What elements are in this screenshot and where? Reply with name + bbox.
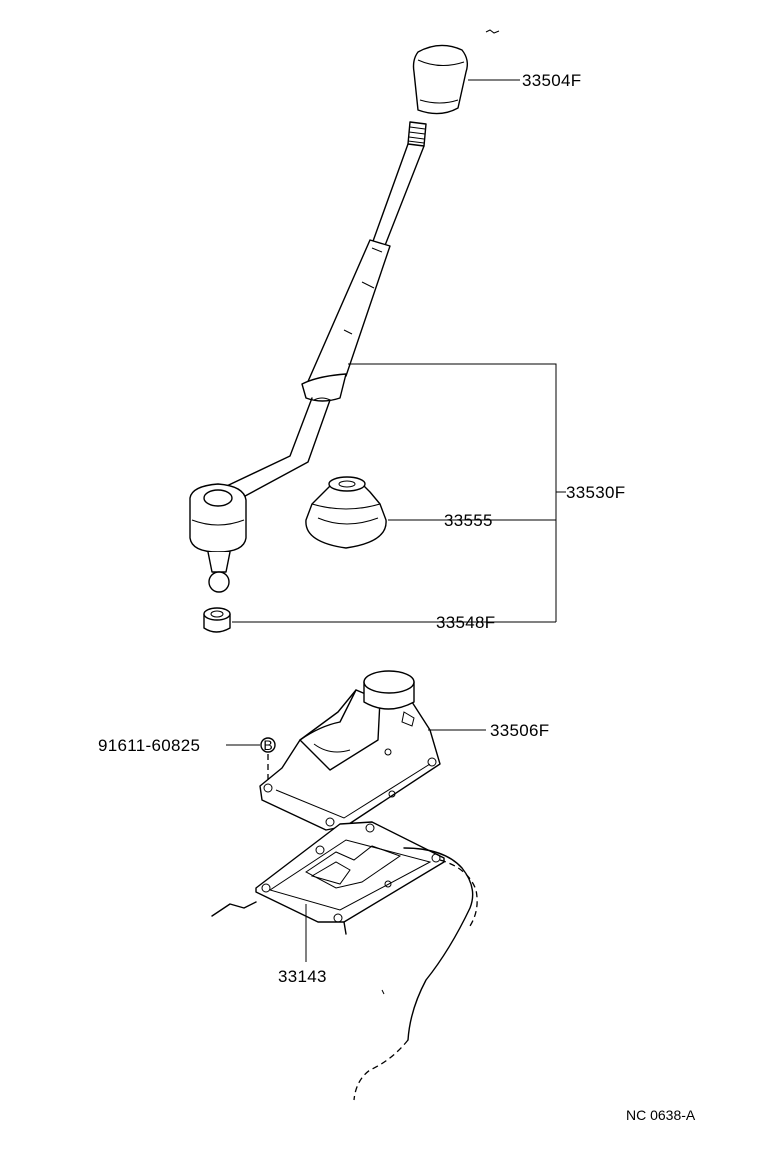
label-knob: 33504F	[522, 71, 581, 90]
transmission-cover	[255, 821, 445, 923]
transmission-outline	[211, 847, 478, 1101]
leader-bracket	[232, 363, 566, 623]
reference-code: NC 0638-A	[626, 1107, 696, 1123]
bolt-marker: B	[263, 737, 272, 753]
label-boot: 33555	[444, 511, 493, 530]
label-retainer: 33506F	[490, 721, 549, 740]
shift-knob	[412, 29, 500, 115]
shift-lever	[189, 121, 427, 593]
label-bushing: 33548F	[436, 613, 495, 632]
label-bolt: 91611-60825	[98, 736, 200, 755]
label-cover: 33143	[278, 967, 327, 986]
bushing	[203, 607, 231, 633]
bolt: B	[226, 737, 276, 784]
lever-retainer	[259, 670, 441, 831]
label-lever-assy: 33530F	[566, 483, 625, 502]
shift-boot	[305, 476, 387, 549]
